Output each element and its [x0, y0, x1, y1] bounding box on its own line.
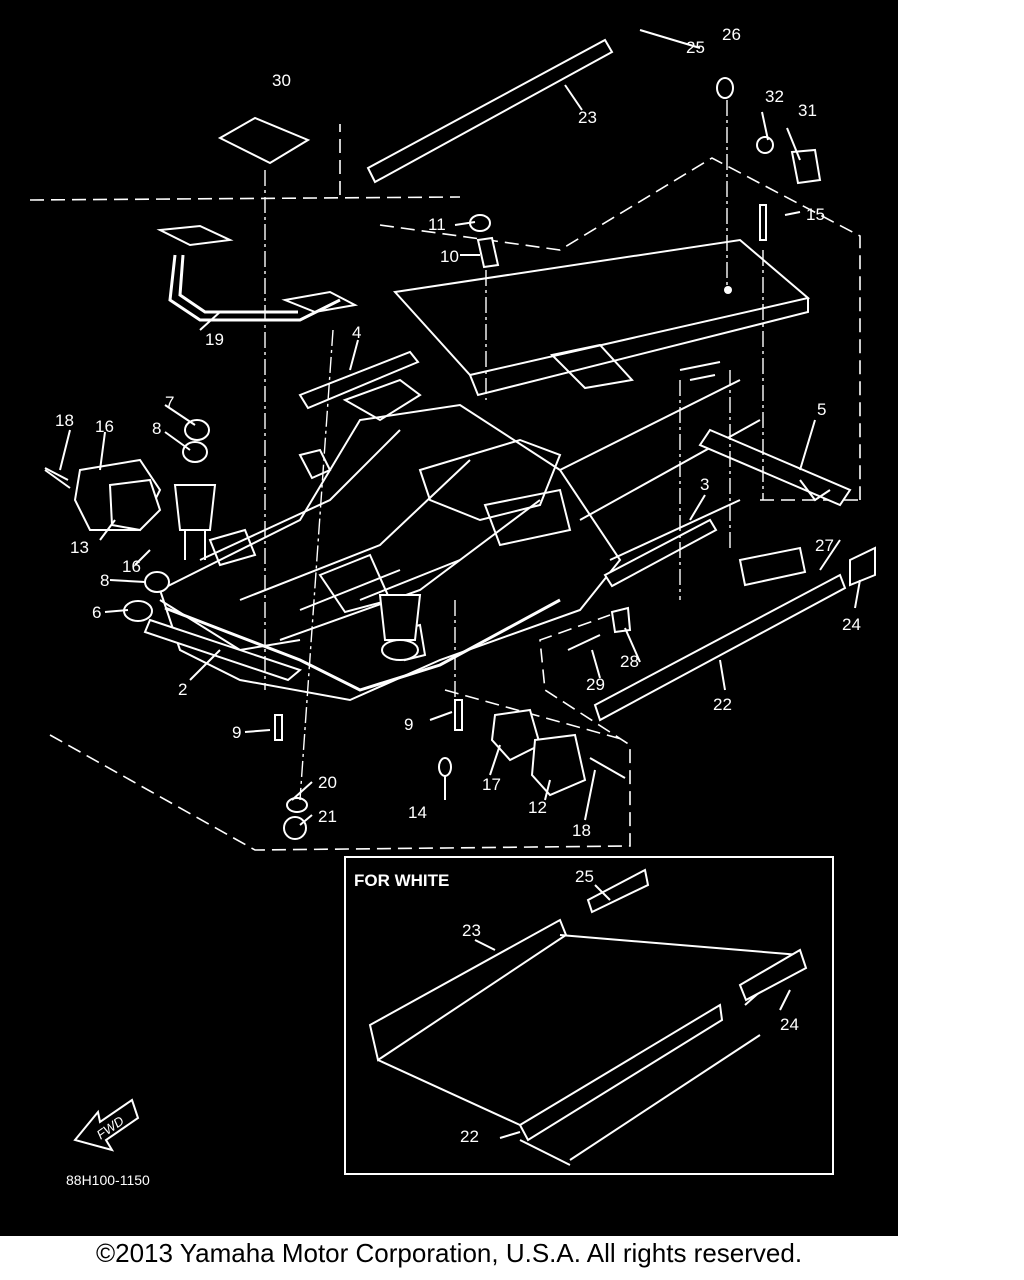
callout-label: 27 — [815, 536, 834, 555]
diagram-panel: 2 3 4 5 6 7 8 8 9 9 10 11 12 13 14 15 16… — [0, 0, 898, 1236]
callout-label: 18 — [55, 411, 74, 430]
spindle-assembly-left — [44, 419, 217, 622]
chassis-frame — [158, 378, 761, 702]
callout-label: 5 — [817, 400, 826, 419]
callout-label: 8 — [100, 571, 109, 590]
spindle-assembly-right — [378, 594, 626, 797]
exploded-parts-diagram: 2 3 4 5 6 7 8 8 9 9 10 11 12 13 14 15 16… — [29, 25, 876, 1188]
callout-label: 29 — [586, 675, 605, 694]
callout-label: 15 — [806, 205, 825, 224]
callout-label: 6 — [92, 603, 101, 622]
callout-label: 19 — [205, 330, 224, 349]
fasteners — [44, 77, 822, 840]
callout-label: 9 — [232, 723, 241, 742]
callout-label: 30 — [272, 71, 291, 90]
callout-label: 20 — [318, 773, 337, 792]
callout-label: 21 — [318, 807, 337, 826]
inset-callout-label: 23 — [462, 921, 481, 940]
callout-label: 10 — [440, 247, 459, 266]
callout-label: 24 — [842, 615, 861, 634]
seat-plate — [393, 238, 811, 397]
callout-label: 4 — [352, 323, 361, 342]
callout-label: 32 — [765, 87, 784, 106]
callout-label: 28 — [620, 652, 639, 671]
callout-label: 22 — [713, 695, 732, 714]
front-bumper — [156, 224, 359, 322]
inset-title: FOR WHITE — [354, 871, 449, 890]
callout-label: 18 — [572, 821, 591, 840]
inset-labels: FOR WHITE 22 23 24 25 — [354, 867, 799, 1146]
callout-label: 31 — [798, 101, 817, 120]
callout-label: 13 — [70, 538, 89, 557]
runner-rail — [143, 618, 303, 682]
part-code: 88H100-1150 — [66, 1172, 150, 1188]
callout-label: 16 — [95, 417, 114, 436]
assembly-boundary — [29, 124, 861, 851]
callout-label: 8 — [152, 419, 161, 438]
fwd-arrow-icon — [73, 1098, 140, 1152]
callout-label: 7 — [165, 393, 174, 412]
callout-label: 23 — [578, 108, 597, 127]
callout-label: 2 — [178, 680, 187, 699]
callout-label: 11 — [428, 215, 446, 234]
callout-label: 26 — [722, 25, 741, 44]
inset-panel — [344, 856, 834, 1175]
copyright-notice: ©2013 Yamaha Motor Corporation, U.S.A. A… — [95, 1238, 803, 1268]
callout-labels: 2 3 4 5 6 7 8 8 9 9 10 11 12 13 14 15 16… — [55, 25, 861, 840]
callout-label: 17 — [482, 775, 501, 794]
callout-label: 14 — [408, 803, 427, 822]
slide-rails — [298, 350, 718, 588]
center-lines — [264, 29, 764, 801]
inset-callout-label: 22 — [460, 1127, 479, 1146]
callout-label: 9 — [404, 715, 413, 734]
callout-label: 16 — [122, 557, 141, 576]
callout-label: 3 — [700, 475, 709, 494]
decal-plate — [217, 116, 311, 165]
rear-bracket — [698, 428, 852, 507]
callout-label: 25 — [686, 38, 705, 57]
leader-lines — [59, 84, 861, 826]
inset-callout-label: 24 — [780, 1015, 799, 1034]
inset-callout-label: 25 — [575, 867, 594, 886]
callout-label: 12 — [528, 798, 547, 817]
side-panels — [366, 38, 876, 722]
